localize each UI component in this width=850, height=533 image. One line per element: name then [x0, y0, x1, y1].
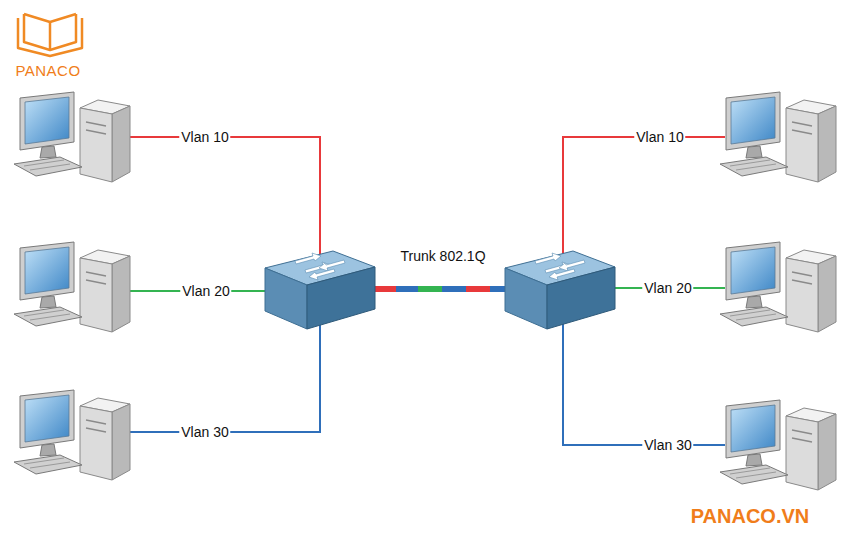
switch-icon	[265, 251, 375, 329]
trunk-label: Trunk 802.1Q	[400, 248, 485, 264]
vlan-label: Vlan 10	[634, 129, 685, 145]
switch-icon	[505, 251, 615, 329]
brand-watermark: PANACO.VN	[691, 505, 810, 528]
logo-wordmark: PANACO	[15, 62, 80, 79]
vlan-label: Vlan 30	[179, 424, 230, 440]
pc-icon	[14, 390, 130, 480]
vlan-label: Vlan 30	[642, 437, 693, 453]
vlan-label: Vlan 10	[179, 129, 230, 145]
vlan-label: Vlan 20	[642, 280, 693, 296]
pc-icon	[14, 242, 130, 332]
vlan-label: Vlan 20	[180, 283, 231, 299]
pc-icon	[720, 400, 836, 490]
pc-icon	[14, 92, 130, 182]
pc-icon	[720, 242, 836, 332]
pc-icon	[720, 92, 836, 182]
logo-book-icon	[18, 14, 82, 56]
access-links	[128, 137, 725, 445]
trunk-link	[372, 286, 512, 292]
